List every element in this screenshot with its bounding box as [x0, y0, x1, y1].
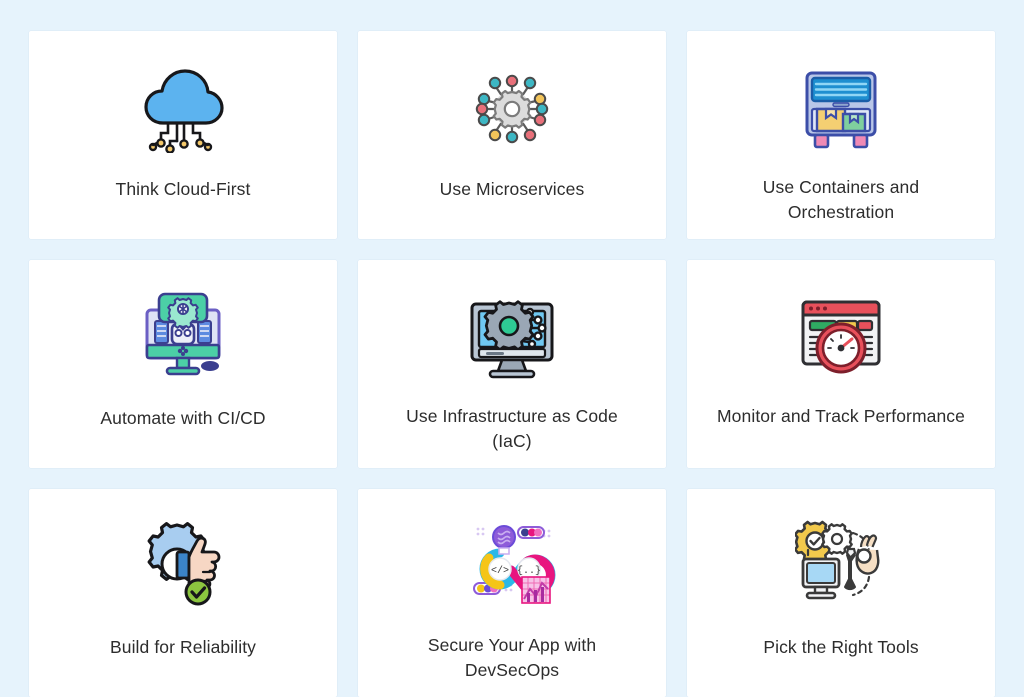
cloud-network-icon	[137, 59, 229, 155]
card-monitor-and-track-performance[interactable]: Monitor and Track Performance	[687, 260, 995, 468]
gear-thumbs-up-check-icon	[137, 517, 229, 613]
card-label: Build for Reliability	[109, 637, 257, 657]
svg-text:</>: </>	[491, 565, 509, 577]
card-pick-the-right-tools[interactable]: Pick the Right Tools	[687, 489, 995, 697]
card-secure-your-app-with-devsecops[interactable]: </> {..}	[358, 489, 666, 697]
card-label: Use Containers and Orchestration	[762, 177, 920, 222]
card-label: Think Cloud-First	[115, 179, 251, 199]
dashboard-gauge-icon	[795, 288, 887, 384]
card-label: Use Microservices	[439, 179, 585, 199]
card-use-microservices[interactable]: Use Microservices	[358, 31, 666, 239]
card-label: Automate with CI/CD	[100, 408, 266, 428]
card-think-cloud-first[interactable]: Think Cloud-First	[29, 31, 337, 239]
gears-wrench-monitor-hand-icon	[795, 517, 887, 613]
card-build-for-reliability[interactable]: Build for Reliability	[29, 489, 337, 697]
card-use-infrastructure-as-code[interactable]: Use Infrastructure as Code (IaC)	[358, 260, 666, 468]
devsecops-infinity-loop-icon: </> {..}	[466, 517, 558, 613]
shipping-container-boxes-icon	[795, 59, 887, 155]
card-automate-with-ci-cd[interactable]: Automate with CI/CD	[29, 260, 337, 468]
card-use-containers-and-orchestration[interactable]: Use Containers and Orchestration	[687, 31, 995, 239]
card-label: Monitor and Track Performance	[716, 406, 965, 426]
card-label: Secure Your App with DevSecOps	[427, 635, 597, 680]
microservices-gear-nodes-icon	[466, 59, 558, 155]
card-label: Use Infrastructure as Code (IaC)	[406, 406, 618, 451]
cards-grid: Think Cloud-First	[29, 31, 995, 697]
monitor-gear-circuit-icon	[466, 288, 558, 384]
robot-monitor-automation-icon	[137, 288, 229, 384]
card-label: Pick the Right Tools	[763, 637, 919, 657]
svg-text:{..}: {..}	[517, 565, 541, 577]
